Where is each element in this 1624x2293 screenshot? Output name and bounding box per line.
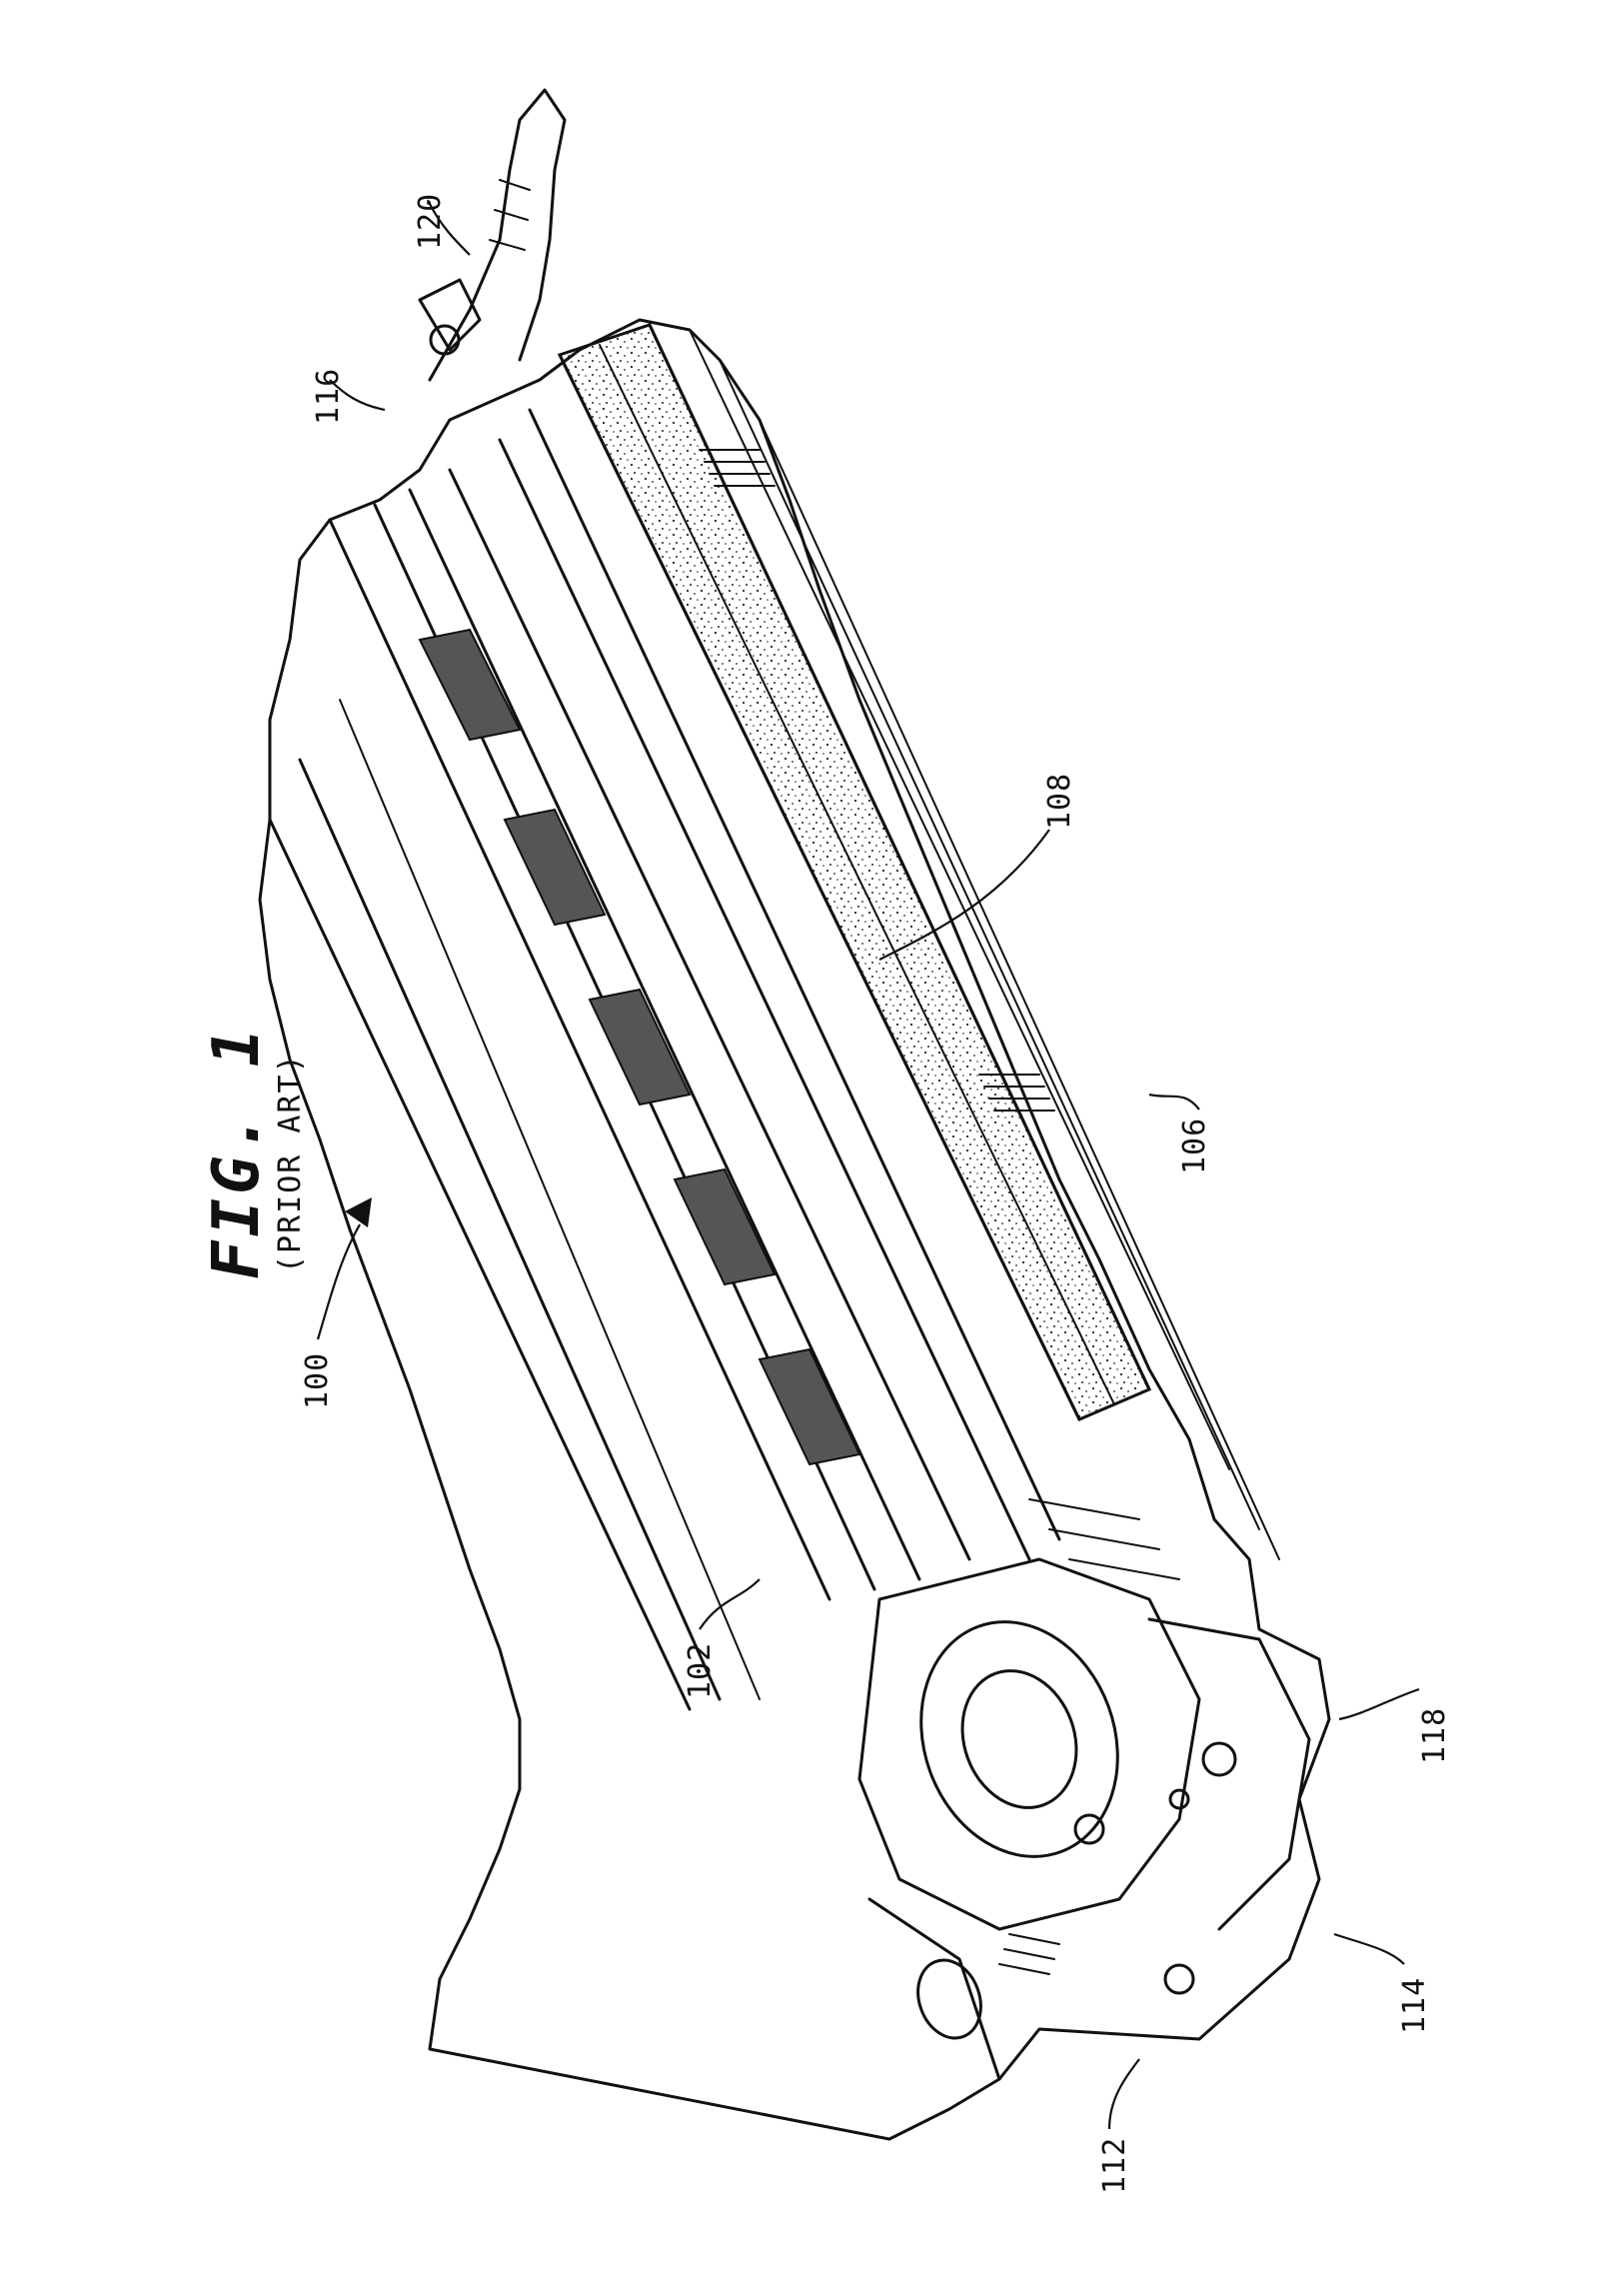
svg-text:106: 106 (1177, 1118, 1212, 1174)
numeral-116: 116 (311, 368, 346, 425)
svg-text:120: 120 (413, 193, 448, 250)
leader-118 (1339, 1689, 1419, 1719)
numeral-106: 106 (1177, 1118, 1212, 1174)
svg-text:116: 116 (311, 368, 346, 425)
svg-text:118: 118 (1417, 1707, 1452, 1764)
developer-roller (560, 325, 1149, 1419)
numeral-102: 102 (683, 1642, 718, 1699)
svg-text:114: 114 (1397, 1977, 1432, 2034)
toner-cartridge-illustration (260, 90, 1329, 2139)
figure-title: FIG. 1 (200, 1025, 274, 1279)
svg-text:112: 112 (1097, 2137, 1132, 2194)
leader-114 (1334, 1934, 1404, 1964)
cartridge-housing-outline (260, 320, 1329, 2139)
housing-rails (270, 330, 1279, 1709)
figure-subtitle: (PRIOR ART) (273, 1053, 308, 1273)
numeral-100: 100 (300, 1352, 335, 1409)
svg-text:102: 102 (683, 1642, 718, 1699)
roller-left-edge (560, 355, 1079, 1419)
numeral-114: 114 (1397, 1977, 1432, 2034)
numeral-108: 108 (1042, 773, 1077, 830)
svg-text:100: 100 (300, 1352, 335, 1409)
leader-112 (1109, 2059, 1139, 2129)
leader-106 (1149, 1095, 1199, 1110)
svg-text:108: 108 (1042, 773, 1077, 830)
numeral-112: 112 (1097, 2137, 1132, 2194)
reference-numerals: 100 102 106 108 112 114 116 118 (300, 193, 1452, 2194)
numeral-120: 120 (413, 193, 448, 250)
end-cap-assembly (859, 1499, 1309, 2079)
leader-102 (700, 1579, 760, 1629)
numeral-118: 118 (1417, 1707, 1452, 1764)
